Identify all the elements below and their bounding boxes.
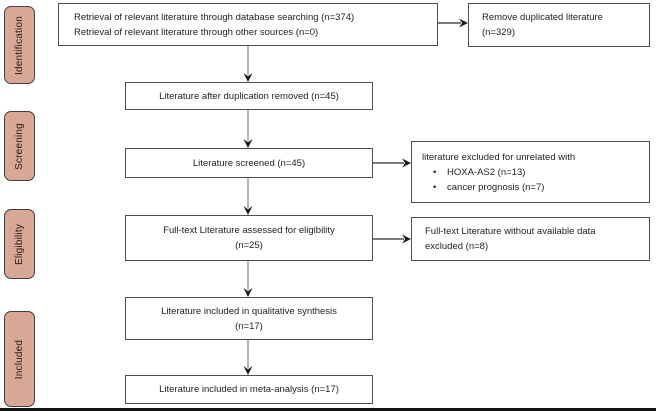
box-qualitative-line1: Literature included in qualitative synth… xyxy=(161,305,337,317)
arrowheads-down xyxy=(243,73,253,375)
box-excluded-unrelated-heading: literature excluded for unrelated with xyxy=(422,151,576,163)
stage-screening: Screening xyxy=(4,111,35,181)
box-fulltext-excluded-line2: excluded (n=8) xyxy=(425,241,489,252)
box-qualitative-line2: (n=17) xyxy=(235,320,263,332)
box-fulltext-assessed-line2: (n=25) xyxy=(235,240,263,251)
box-remove-duplicates: Remove duplicated literature (n=329) xyxy=(468,3,650,47)
box-after-duplication: Literature after duplication removed (n=… xyxy=(125,82,373,110)
arrow-lines-horizontal xyxy=(373,22,461,240)
box-excluded-unrelated: literature excluded for unrelated with •… xyxy=(411,141,650,203)
box-fulltext-assessed: Full-text Literature assessed for eligib… xyxy=(125,215,373,261)
box-remove-duplicates-line1: Remove duplicated literature xyxy=(482,12,603,23)
box-retrieval-line2: Retrieval of relevant literature through… xyxy=(74,26,319,38)
box-after-duplication-text: Literature after duplication removed (n=… xyxy=(159,90,339,102)
box-fulltext-excluded-line1: Full-text Literature without available d… xyxy=(425,226,596,237)
box-retrieval: Retrieval of relevant literature through… xyxy=(58,3,438,46)
box-qualitative: Literature included in qualitative synth… xyxy=(125,297,373,340)
excluded-bullet-2: • cancer prognosis (n=7) xyxy=(412,180,649,195)
arrowheads-right xyxy=(402,18,468,244)
excluded-bullet-2-text: cancer prognosis (n=7) xyxy=(447,181,545,193)
box-retrieval-line1: Retrieval of relevant literature through… xyxy=(74,11,355,23)
excluded-bullet-1: • HOXA-AS2 (n=13) xyxy=(412,165,649,180)
box-fulltext-excluded: Full-text Literature without available d… xyxy=(411,217,650,261)
box-meta-analysis-text: Literature included in meta-analysis (n=… xyxy=(159,384,339,395)
stage-identification: Identification xyxy=(4,6,35,84)
box-fulltext-assessed-line1: Full-text Literature assessed for eligib… xyxy=(163,225,335,236)
bullet-icon: • xyxy=(433,181,437,193)
box-remove-duplicates-line2: (n=329) xyxy=(482,27,516,38)
box-screened: Literature screened (n=45) xyxy=(125,148,373,178)
bullet-icon: • xyxy=(433,166,437,178)
box-meta-analysis: Literature included in meta-analysis (n=… xyxy=(125,375,373,404)
excluded-bullet-1-text: HOXA-AS2 (n=13) xyxy=(447,166,526,178)
stage-eligibility: Eligibility xyxy=(4,209,35,279)
box-screened-text: Literature screened (n=45) xyxy=(192,157,306,169)
stage-included: Included xyxy=(4,311,35,407)
figure-bottom-border xyxy=(0,408,656,411)
